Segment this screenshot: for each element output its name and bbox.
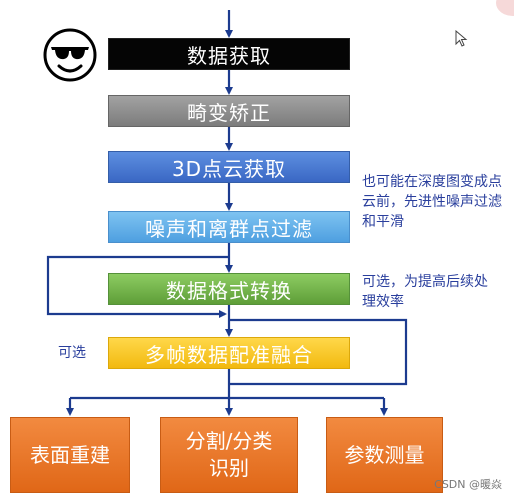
output-surface-reconstruction: 表面重建 — [10, 417, 130, 493]
step-data-acquisition: 数据获取 — [108, 38, 350, 70]
step-format-conversion: 数据格式转换 — [108, 273, 350, 305]
output-parameter-measurement: 参数测量 — [326, 417, 443, 493]
bypass-fusion — [229, 318, 408, 386]
note-filter: 也可能在深度图变成点云前，先进性噪声过滤和平滑 — [362, 174, 502, 230]
note-fusion-optional: 可选 — [58, 345, 86, 361]
mouse-cursor-icon — [455, 29, 469, 52]
corner-decoration — [496, 0, 514, 16]
note-format-optional: 可选，为提高后续处理效率 — [362, 274, 488, 310]
step-multiframe-fusion: 多帧数据配准融合 — [108, 337, 350, 369]
step-3d-point-cloud: 3D点云获取 — [108, 151, 350, 183]
bypass-format-conversion — [46, 255, 229, 318]
step-distortion-correction: 畸变矫正 — [108, 95, 350, 127]
watermark: CSDN @暖焱 — [434, 478, 502, 491]
output-segmentation-classification: 分割/分类识别 — [160, 417, 298, 493]
step-noise-outlier-filter: 噪声和离群点过滤 — [108, 211, 350, 243]
sunglasses-smiley-icon — [42, 27, 98, 87]
